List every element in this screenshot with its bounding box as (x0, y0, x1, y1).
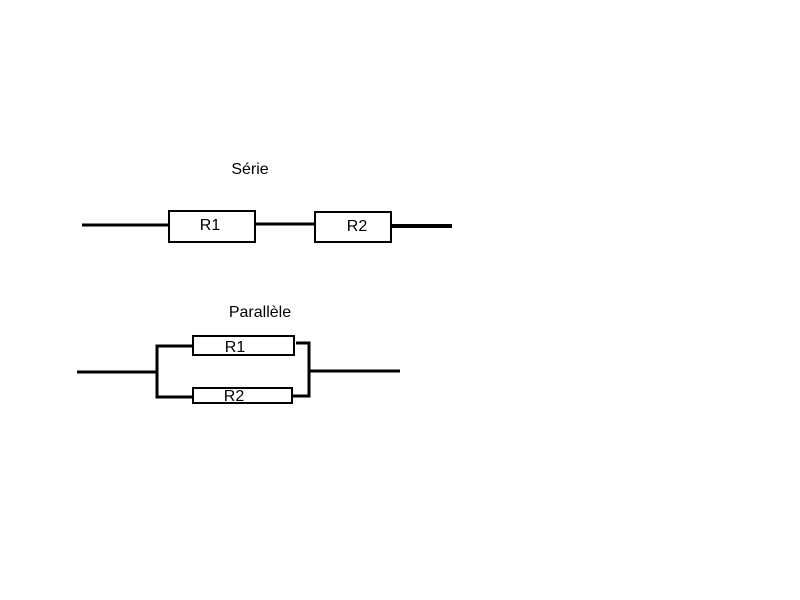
series-title: Série (231, 161, 268, 178)
series-r1-label: R1 (200, 217, 221, 234)
series-r2-label: R2 (347, 218, 368, 235)
parallel-wire-left-branch (155, 344, 192, 399)
parallel-r2-label: R2 (224, 388, 245, 405)
series-resistor-r2 (314, 211, 392, 243)
series-resistor-r1 (168, 210, 256, 243)
parallel-resistor-r2 (192, 387, 293, 404)
parallel-wire-right-branch (293, 341, 311, 398)
parallel-circuit: Parallèle R1 R2 (77, 304, 400, 405)
parallel-title: Parallèle (229, 304, 291, 321)
parallel-resistor-r1 (192, 335, 295, 356)
parallel-r1-label: R1 (225, 339, 246, 356)
series-circuit: Série R1 R2 (82, 161, 452, 243)
